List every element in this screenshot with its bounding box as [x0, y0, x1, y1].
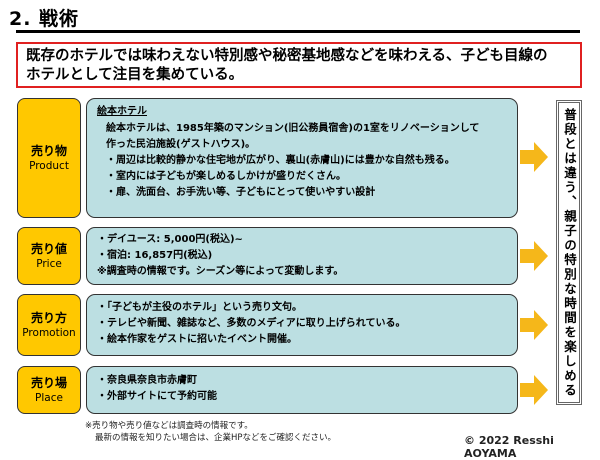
content-promotion: ・「子どもが主役のホテル」という売り文句。 ・テレビや新聞、雑誌など、多数のメデ… [86, 294, 518, 356]
label-place: 売り場 Place [17, 366, 81, 414]
label-promotion-en: Promotion [22, 326, 76, 339]
page-title: 2. 戦術 [9, 8, 80, 30]
product-line-4: ・室内には子どもが楽しめるしかけが盛りだくさん。 [106, 171, 346, 182]
label-price-jp: 売り値 [30, 241, 67, 256]
price-line-1: ・デイユース: 5,000円(税込)~ [97, 234, 243, 245]
content-place: ・奈良県奈良市赤膚町 ・外部サイトにて予約可能 [86, 366, 518, 414]
label-price: 売り値 Price [17, 227, 81, 285]
product-line-3: ・周辺は比較的静かな住宅地が広がり、裏山(赤膚山)には豊かな自然も残る。 [106, 155, 455, 166]
arrow-right-icon [520, 241, 548, 271]
arrow-right-icon [520, 142, 548, 172]
headline-line-2: ホテルとして注目を集めている。 [26, 67, 244, 83]
product-heading: 絵本ホテル [97, 106, 147, 117]
promotion-line-3: ・絵本作家をゲストに招いたイベント開催。 [97, 334, 297, 345]
label-product-jp: 売り物 [30, 143, 67, 158]
headline-box: 既存のホテルでは味わえない特別感や秘密基地感などを味わえる、子ども目線の ホテル… [16, 42, 582, 88]
title-divider [16, 30, 580, 33]
footnote: ※売り物や売り値などは調査時の情報です。 最新の情報を知りたい場合は、企業HPな… [85, 420, 336, 444]
footnote-line-1: ※売り物や売り値などは調査時の情報です。 [85, 421, 253, 431]
label-promotion: 売り方 Promotion [17, 294, 81, 356]
label-place-en: Place [35, 391, 63, 404]
price-line-2: ・宿泊: 16,857円(税込) [97, 250, 213, 261]
place-line-2: ・外部サイトにて予約可能 [97, 391, 217, 402]
product-line-5: ・扉、洗面台、お手洗い等、子どもにとって使いやすい設計 [106, 187, 376, 198]
label-place-jp: 売り場 [30, 375, 67, 390]
arrow-right-icon [520, 375, 548, 405]
place-line-1: ・奈良県奈良市赤膚町 [97, 375, 197, 386]
conclusion-text: 普段とは違う、親子の特別な時間を楽しめる [562, 107, 577, 398]
conclusion-box: 普段とは違う、親子の特別な時間を楽しめる [556, 100, 582, 405]
content-product: 絵本ホテル 絵本ホテルは、1985年築のマンション(旧公務員宿舎)の1室をリノベ… [86, 98, 518, 218]
copyright: © 2022 Resshi AOYAMA [464, 434, 554, 460]
promotion-line-1: ・「子どもが主役のホテル」という売り文句。 [97, 302, 302, 313]
price-line-3: ※調査時の情報です。シーズン等によって変動します。 [97, 266, 344, 277]
product-line-2: 作った民泊施設(ゲストハウス)。 [106, 139, 256, 150]
label-product: 売り物 Product [17, 98, 81, 218]
label-price-en: Price [36, 257, 62, 270]
content-price: ・デイユース: 5,000円(税込)~ ・宿泊: 16,857円(税込) ※調査… [86, 227, 518, 285]
product-line-1: 絵本ホテルは、1985年築のマンション(旧公務員宿舎)の1室をリノベーションして [106, 123, 480, 134]
promotion-line-2: ・テレビや新聞、雑誌など、多数のメディアに取り上げられている。 [97, 318, 406, 329]
label-product-en: Product [29, 159, 69, 172]
label-promotion-jp: 売り方 [30, 310, 67, 325]
arrow-right-icon [520, 310, 548, 340]
headline-line-1: 既存のホテルでは味わえない特別感や秘密基地感などを味わえる、子ども目線の [26, 48, 548, 64]
footnote-line-2: 最新の情報を知りたい場合は、企業HPなどをご確認ください。 [95, 433, 337, 443]
